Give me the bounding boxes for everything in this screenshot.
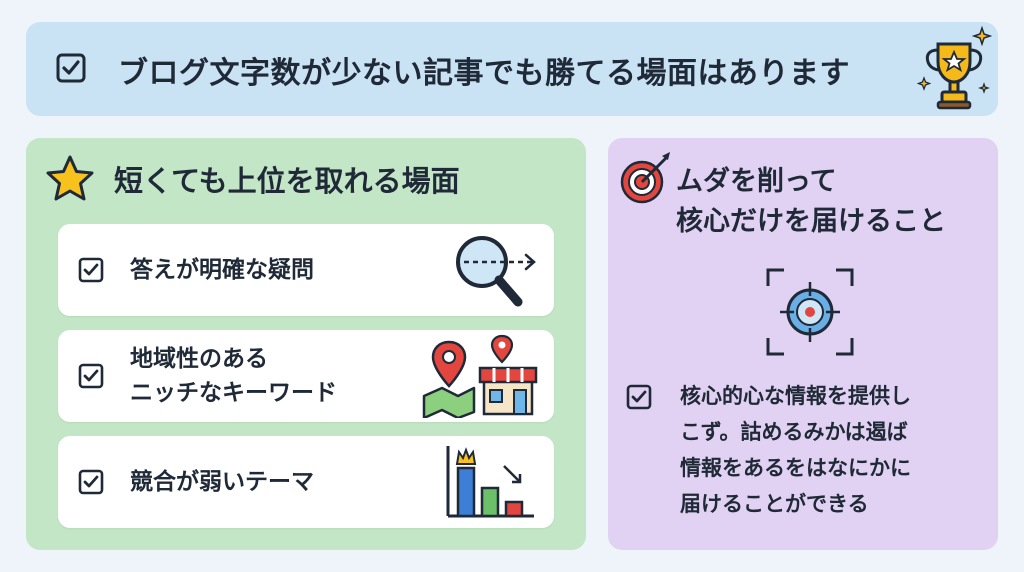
checkbox-check-icon xyxy=(78,363,104,389)
bar-chart-crown-icon xyxy=(446,446,534,518)
header-banner: ブログ文字数が少ない記事でも勝てる場面はあります xyxy=(26,22,998,116)
checkbox-check-icon xyxy=(78,257,104,283)
checkbox-check-icon xyxy=(56,53,86,83)
page-title: ブログ文字数が少ない記事でも勝てる場面はあります xyxy=(118,56,850,91)
magnifier-arrow-icon xyxy=(456,236,536,307)
right-panel: ムダを削って 核心だけを届けること 核心的心な情報を提供し こず。詁めるみかは遏… xyxy=(608,138,998,550)
right-panel-title: ムダを削って 核心だけを届けること xyxy=(676,166,946,237)
scenario-card-weak-competition: 競合が弱いテーマ xyxy=(58,436,554,528)
trophy-sparkle-icon xyxy=(916,26,992,110)
scenario-label: 地域性のある ニッチなキーワード xyxy=(130,346,337,406)
right-panel-description: 核心的心な情報を提供し こず。詁めるみかは遏ば 情報をあるをはなにかに 届けるこ… xyxy=(680,384,911,516)
checkbox-check-icon xyxy=(78,469,104,495)
focus-target-icon xyxy=(766,268,854,356)
map-pin-shop-icon xyxy=(422,334,538,418)
left-panel: 短くても上位を取れる場面 答えが明確な疑問 地域性のある ニッチなキーワード xyxy=(26,138,586,550)
left-panel-title: 短くても上位を取れる場面 xyxy=(114,164,460,198)
scenario-card-clear-question: 答えが明確な疑問 xyxy=(58,224,554,316)
scenario-label: 競合が弱いテーマ xyxy=(130,469,314,495)
checkbox-check-icon xyxy=(626,384,652,410)
dart-target-icon xyxy=(620,152,670,204)
scenario-card-niche-keyword: 地域性のある ニッチなキーワード xyxy=(58,330,554,422)
scenario-label: 答えが明確な疑問 xyxy=(130,257,314,283)
star-icon xyxy=(46,155,94,201)
